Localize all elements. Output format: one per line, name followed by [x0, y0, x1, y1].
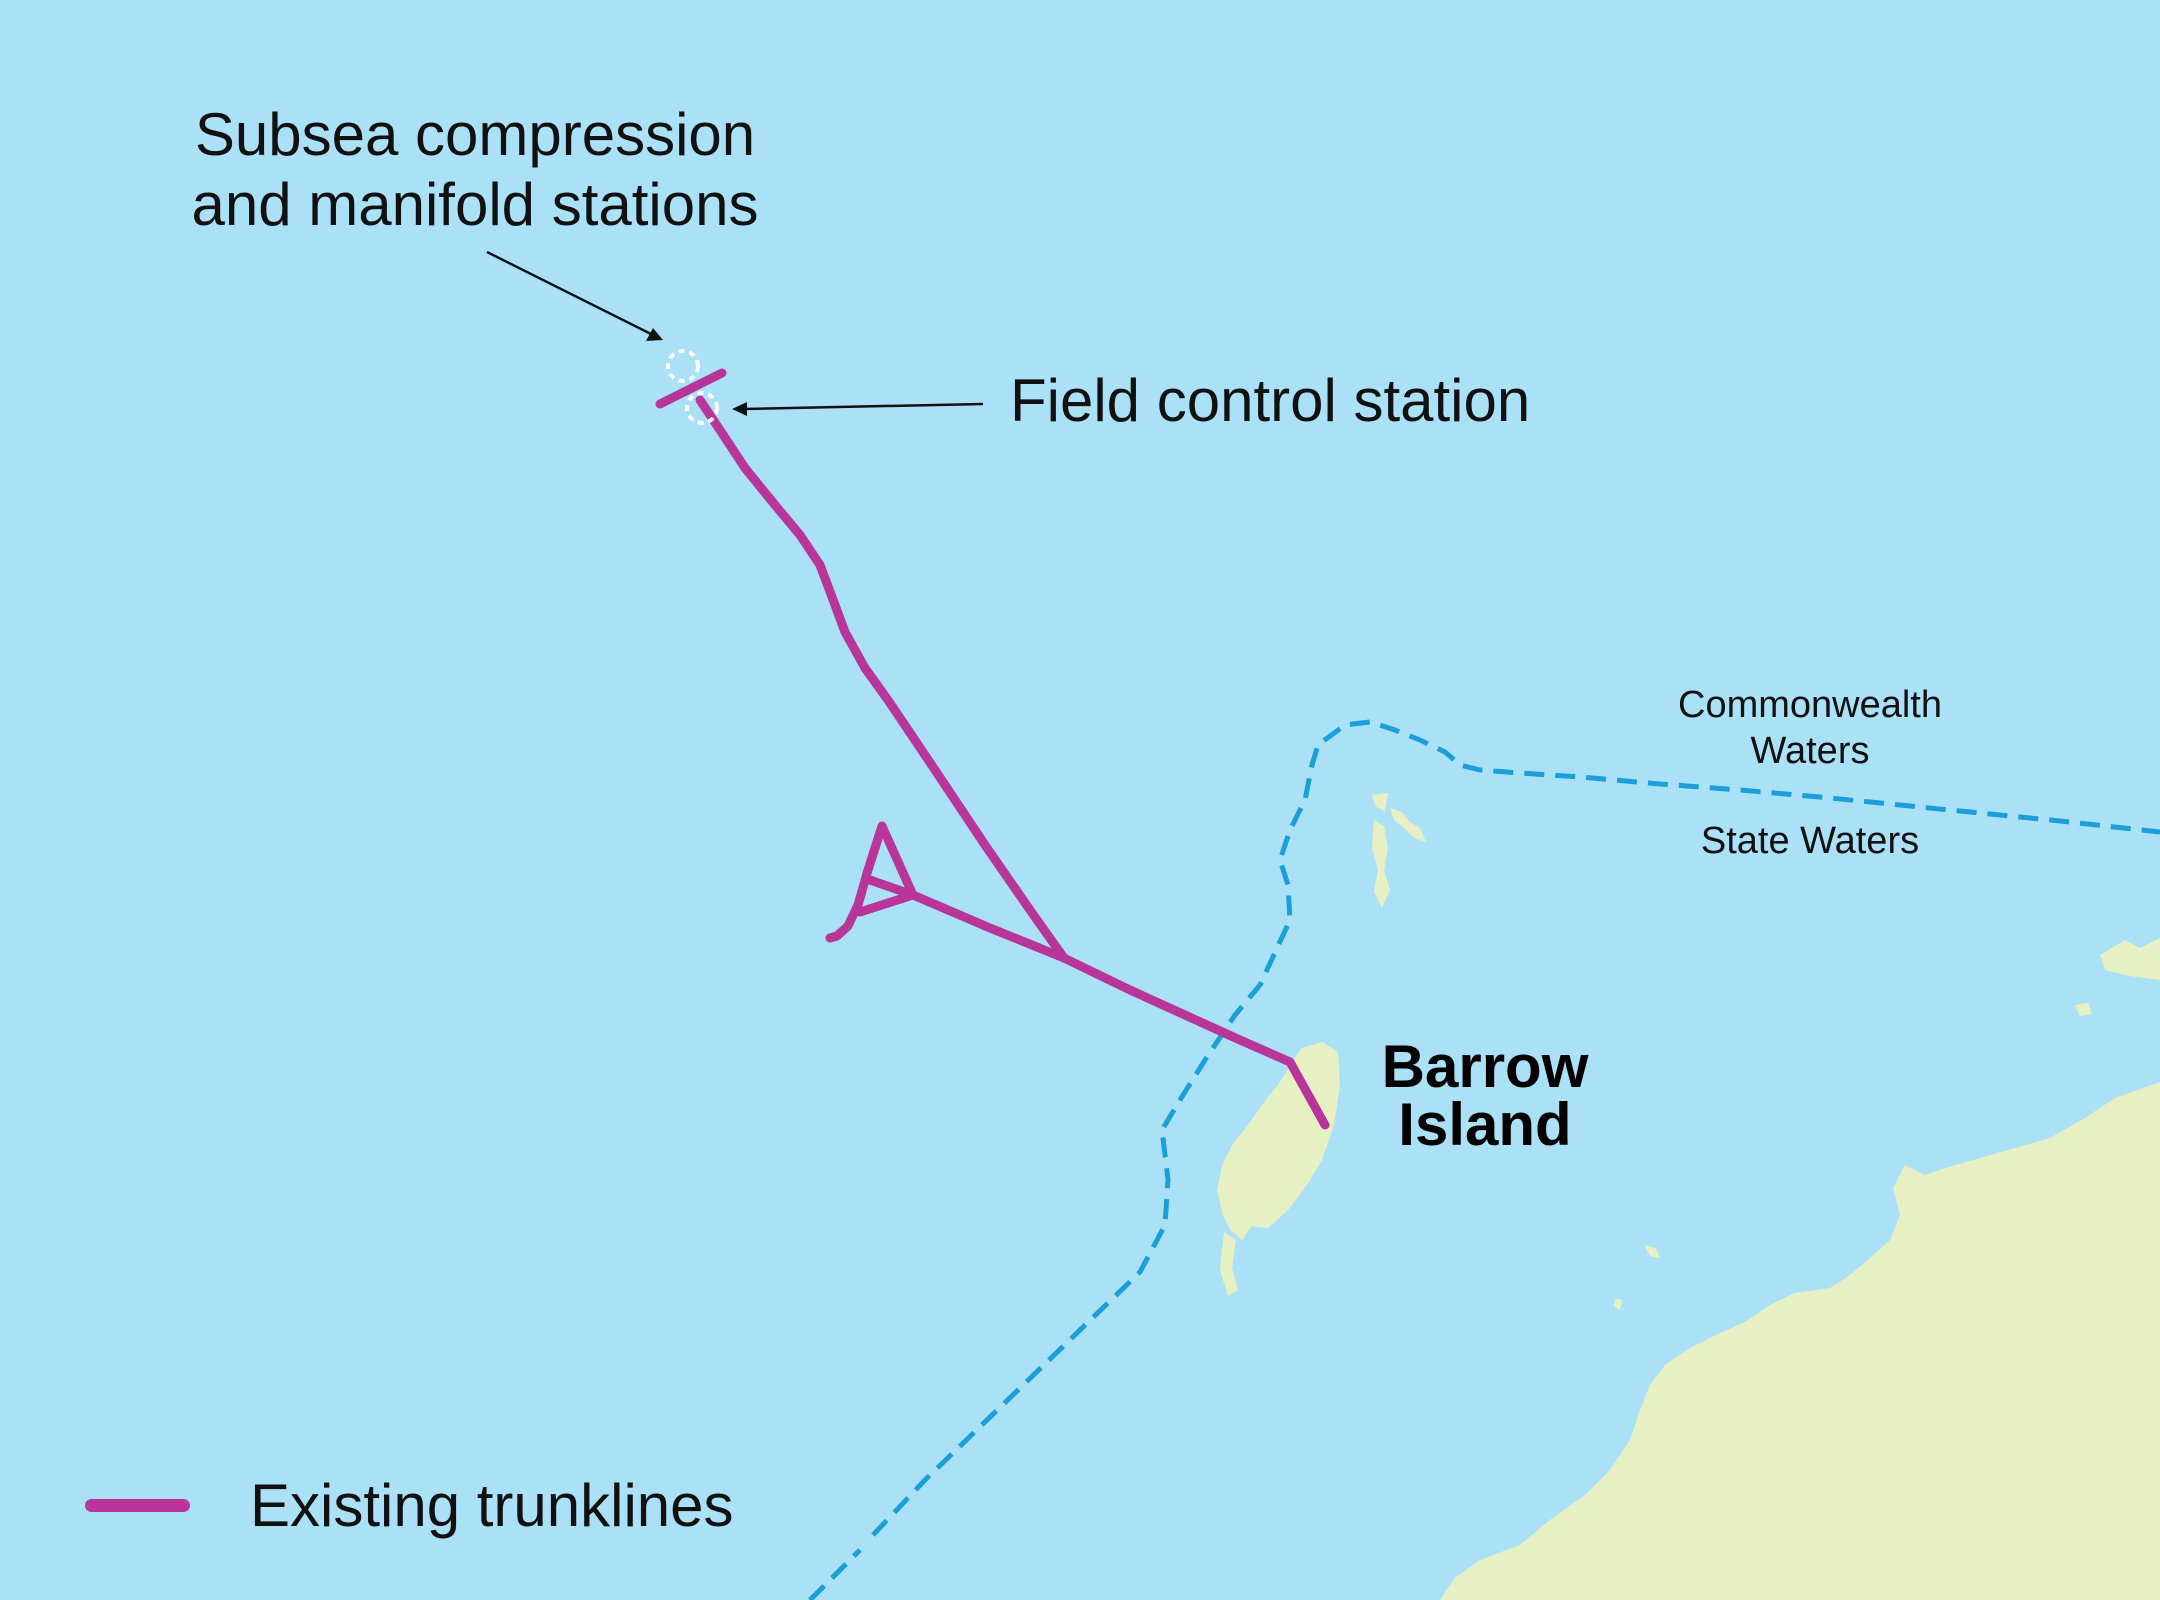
branch-trunkline	[908, 890, 1330, 1130]
map-legend: Existing trunklines	[85, 1465, 734, 1545]
manifold-trunkline	[655, 368, 727, 409]
field-cross-line	[855, 890, 918, 917]
subsea-stations-label: Subsea compression and manifold stations	[150, 100, 800, 240]
barrow-island	[1217, 1042, 1340, 1240]
subsea-stations-label-line2: and manifold stations	[191, 171, 759, 238]
field-control-station-label: Field control station	[1010, 367, 1531, 434]
barrow-island-label: Barrow Island	[1340, 1033, 1630, 1158]
coast-fragment	[2100, 938, 2160, 980]
subsea-station-marker	[666, 349, 700, 383]
stations-callout-arrow	[486, 250, 656, 338]
mainland	[1440, 1082, 2160, 1600]
commonwealth-waters-label: Commonwealth Waters	[1580, 682, 2040, 774]
small-islets	[1614, 1245, 1660, 1310]
barrow-island-tail	[1220, 1232, 1238, 1296]
stations-arrowhead-icon	[646, 328, 663, 341]
state-waters-label: State Waters	[1700, 820, 1920, 862]
field-spur-line	[825, 821, 918, 943]
commonwealth-waters-line1: Commonwealth	[1678, 684, 1942, 726]
trunklines	[655, 368, 1330, 1130]
field-control-arrowhead-icon	[732, 402, 747, 416]
commonwealth-waters-line2: Waters	[1750, 730, 1870, 772]
field-short-link	[865, 875, 918, 900]
subsea-stations-label-line1: Subsea compression	[194, 101, 756, 168]
small-islands	[1372, 793, 1426, 908]
field-control-callout-arrow	[741, 402, 984, 411]
field-control-station-marker	[685, 391, 719, 425]
coast-islet	[2075, 1003, 2092, 1016]
trunkline-legend-label: Existing trunklines	[250, 1471, 734, 1539]
trunkline-legend-swatch	[85, 1498, 190, 1512]
barrow-island-label-line1: Barrow	[1381, 1033, 1589, 1100]
state-waters-boundary	[808, 719, 2160, 1600]
main-trunkline	[695, 395, 1069, 963]
callout-arrows	[486, 250, 984, 416]
barrow-island-label-line2: Island	[1398, 1091, 1572, 1158]
